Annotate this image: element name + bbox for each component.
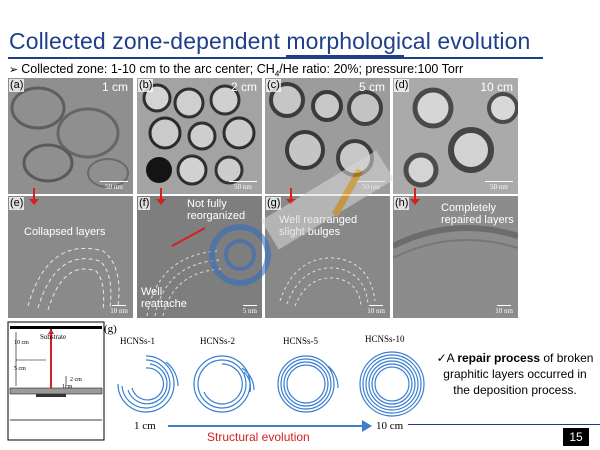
start-distance-label: 1 cm: [134, 420, 156, 432]
red-down-arrow-icon: [29, 188, 39, 205]
hrtem-panel-g: (g) Well rearranged slight bulges 10 nm: [265, 196, 390, 318]
dim-2cm-label: 2 cm: [70, 377, 82, 383]
conclusion-bold: repair process: [457, 351, 541, 365]
ring-label-1: HCNSs-1: [120, 336, 156, 346]
panel-label: (a): [9, 79, 25, 92]
scale-bar: 50 nm: [485, 181, 513, 191]
panel-label: (d): [394, 79, 410, 92]
panel-label: (g): [266, 197, 282, 210]
annotation-top: Not fully reorganized: [187, 198, 246, 222]
distance-label: 5 cm: [358, 80, 385, 94]
panel-label: (e): [9, 197, 25, 210]
scale-bar: 10 nm: [495, 305, 513, 315]
scale-bar: 50 nm: [229, 181, 257, 191]
red-down-arrow-icon: [286, 188, 296, 205]
evolution-arrow-line: [168, 425, 363, 427]
tem-image-a: [8, 78, 133, 194]
distance-label: 2 cm: [230, 80, 257, 94]
hrtem-panel-e: (e) Collapsed layers 10 nm: [8, 196, 133, 318]
dim-1cm-label: 1cm: [62, 384, 73, 390]
scale-bar: 10 nm: [110, 305, 128, 315]
panel-label: (f): [138, 197, 151, 210]
scale-bar: 10 nm: [367, 305, 385, 315]
panel-label: (b): [138, 79, 154, 92]
subtitle-suffix: /He ratio: 20%; pressure:100 Torr: [279, 62, 464, 76]
footer-line: [408, 424, 600, 425]
ring-label-4: HCNSs-10: [365, 334, 405, 344]
annotation: Well rearranged slight bulges: [279, 214, 358, 238]
end-distance-label: 10 cm: [376, 420, 404, 432]
checkmark-icon: ✓: [436, 351, 447, 365]
distance-label: 1 cm: [101, 80, 128, 94]
hrtem-panel-h: (h) Completely repaired layers 10 nm: [393, 196, 518, 318]
dim-10cm-label: 10 cm: [14, 340, 29, 346]
subtitle: ➢Collected zone: 1-10 cm to the arc cent…: [9, 62, 463, 79]
slide-title: Collected zone-dependent morphological e…: [9, 28, 531, 54]
evolution-arrow-head-icon: [362, 420, 372, 432]
tem-panel-c: (c) 5 cm 50 nm: [265, 78, 390, 194]
panel-label-g2: (g): [104, 323, 117, 335]
ring-label-3: HCNSs-5: [283, 336, 319, 346]
tem-image-d: [393, 78, 518, 194]
bullet-arrow-icon: ➢: [9, 64, 19, 76]
scale-bar: 50 nm: [100, 181, 128, 191]
distance-label: 10 cm: [480, 80, 513, 94]
evolution-caption: Structural evolution: [207, 430, 310, 444]
ring-hcnss-2: [193, 355, 255, 413]
tem-panel-b: (b) 2 cm 50 nm: [137, 78, 262, 194]
substrate-label: Substrate: [40, 333, 67, 341]
panel-label: (c): [266, 79, 281, 92]
page-number: 15: [563, 428, 589, 446]
title-underline: [8, 57, 543, 59]
ring-hcnss-1: [117, 355, 179, 413]
panel-label: (h): [394, 197, 410, 210]
hrtem-image-h: [393, 196, 518, 318]
dim-5cm-label: 5 cm: [14, 366, 26, 372]
ring-label-2: HCNSs-2: [200, 336, 236, 346]
ring-hcnss-10: [359, 351, 425, 417]
subtitle-prefix: Collected zone: 1-10 cm to the arc cente…: [21, 62, 275, 76]
hrtem-panel-f: (f) Not fully reorganized Well reattache…: [137, 196, 262, 318]
tem-panel-a: (a) 1 cm 50 nm: [8, 78, 133, 194]
title-underline-accent: [286, 55, 404, 59]
scale-bar: 5 nm: [242, 305, 257, 315]
ring-hcnss-5: [277, 355, 339, 413]
conclusion-text: ✓A repair process of broken graphitic la…: [436, 351, 594, 397]
annotation: Completely repaired layers: [441, 202, 514, 226]
red-down-arrow-icon: [410, 188, 420, 205]
red-down-arrow-icon: [156, 188, 166, 205]
subtitle-subscript: 4: [274, 69, 280, 79]
tem-panel-d: (d) 10 cm 50 nm: [393, 78, 518, 194]
tem-image-c: [265, 78, 390, 194]
annotation-bottom: Well reattache: [141, 286, 187, 310]
tem-image-b: [137, 78, 262, 194]
arc-chamber-diagram: [7, 321, 105, 441]
scale-bar: 50 nm: [357, 181, 385, 191]
annotation: Collapsed layers: [24, 226, 106, 238]
hrtem-image-e: [8, 196, 133, 318]
